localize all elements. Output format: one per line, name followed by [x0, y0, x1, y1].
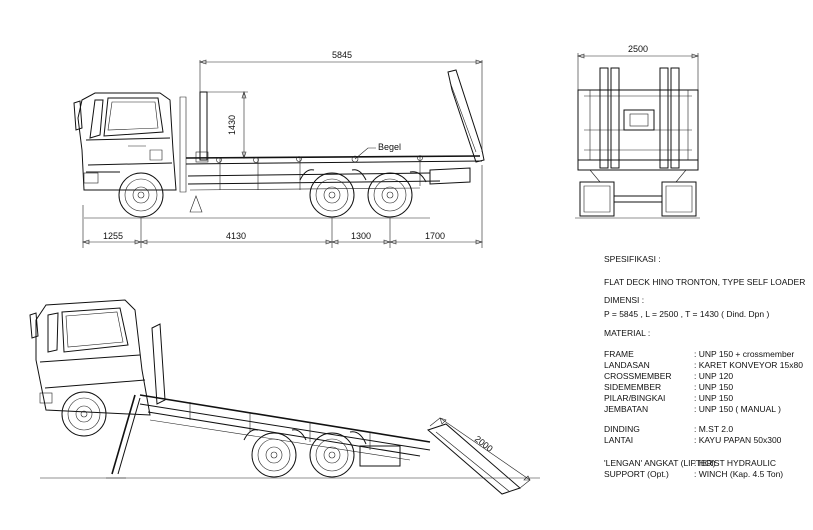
spec-row-label: LANDASAN [604, 360, 650, 370]
ramp-length-dim: 2000 [473, 434, 495, 454]
spec-dimensi-label: DIMENSI : [604, 295, 644, 305]
begel-label: Begel [378, 142, 401, 152]
spec-row-label: SIDEMEMBER [604, 382, 661, 392]
dim-wheelbase: 4130 [226, 231, 246, 241]
tilted-view-truck: 2000 [29, 299, 540, 495]
spec-row-value: : UNP 150 + crossmember [694, 349, 794, 359]
spec-row-value: : UNP 150 ( MANUAL ) [694, 404, 781, 414]
spec-description: FLAT DECK HINO TRONTON, TYPE SELF LOADER [604, 277, 805, 287]
spec-row-label: DINDING [604, 424, 640, 434]
height-dim: 1430 [227, 115, 237, 135]
spec-row-value: : KARET KONVEYOR 15x80 [694, 360, 803, 370]
spec-row-label: CROSSMEMBER [604, 371, 672, 381]
dim-axle-spacing: 1300 [351, 231, 371, 241]
spec-row-value: : WINCH (Kap. 4.5 Ton) [694, 469, 783, 479]
spec-row-value: : UNP 120 [694, 371, 733, 381]
rear-width-dim: 2500 [628, 44, 648, 54]
spec-row-label: FRAME [604, 349, 634, 359]
spec-row-label: 'LENGAN' ANGKAT (LIFTER) [604, 458, 716, 468]
spec-row-value: : M.ST 2.0 [694, 424, 733, 434]
spec-row-value: : UNP 150 [694, 382, 733, 392]
spec-dimensi-value: P = 5845 , L = 2500 , T = 1430 ( Dind. D… [604, 309, 769, 319]
tilted-rear-wheel-1 [251, 432, 297, 478]
specification-block: SPESIFIKASI : FLAT DECK HINO TRONTON, TY… [604, 254, 805, 479]
spec-row-label: PILAR/BINGKAI [604, 393, 665, 403]
overall-length-dim: 5845 [332, 50, 352, 60]
front-wheel [118, 172, 164, 218]
spec-row-value: : KAYU PAPAN 50x300 [694, 435, 782, 445]
rear-wheel-2 [367, 172, 413, 218]
spec-material-label: MATERIAL : [604, 328, 650, 338]
spec-heading: SPESIFIKASI : [604, 254, 661, 264]
tilted-rear-wheel-2 [309, 432, 355, 478]
side-view-truck [73, 69, 485, 219]
dim-front-overhang: 1255 [103, 231, 123, 241]
spec-row-value: : UNP 150 [694, 393, 733, 403]
spec-row-label: SUPPORT (Opt.) [604, 469, 669, 479]
spec-row-label: JEMBATAN [604, 404, 648, 414]
side-view-dimensions: 5845 1430 Begel 1255 4130 1300 1700 [82, 50, 483, 248]
rear-wheel-1 [309, 172, 355, 218]
rear-view-truck: 2500 [575, 44, 700, 219]
spec-row-value: : HOIST HYDRAULIC [694, 458, 776, 468]
spec-row-label: LANTAI [604, 435, 633, 445]
dim-rear-overhang: 1700 [425, 231, 445, 241]
tilted-front-wheel [61, 391, 107, 437]
